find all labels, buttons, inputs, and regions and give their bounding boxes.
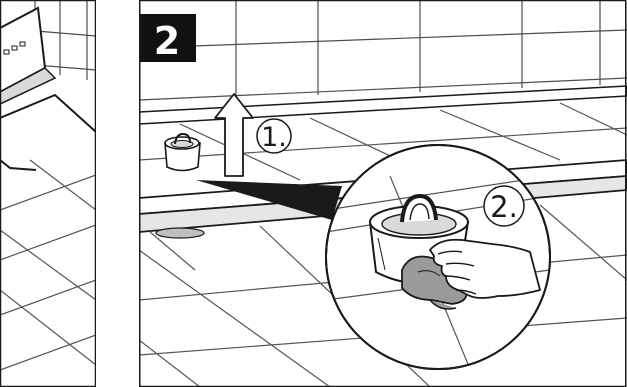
callout-2: 2. [484, 186, 524, 226]
step-number: 2 [154, 19, 180, 63]
right-panel: 1. [139, 0, 627, 387]
callout-1: 1. [257, 119, 291, 153]
left-panel [0, 0, 96, 387]
callout-1-text: 1. [261, 122, 287, 153]
callout-2-text: 2. [490, 190, 518, 224]
step-badge: 2 [139, 14, 196, 63]
drain-filter-icon [165, 134, 200, 171]
